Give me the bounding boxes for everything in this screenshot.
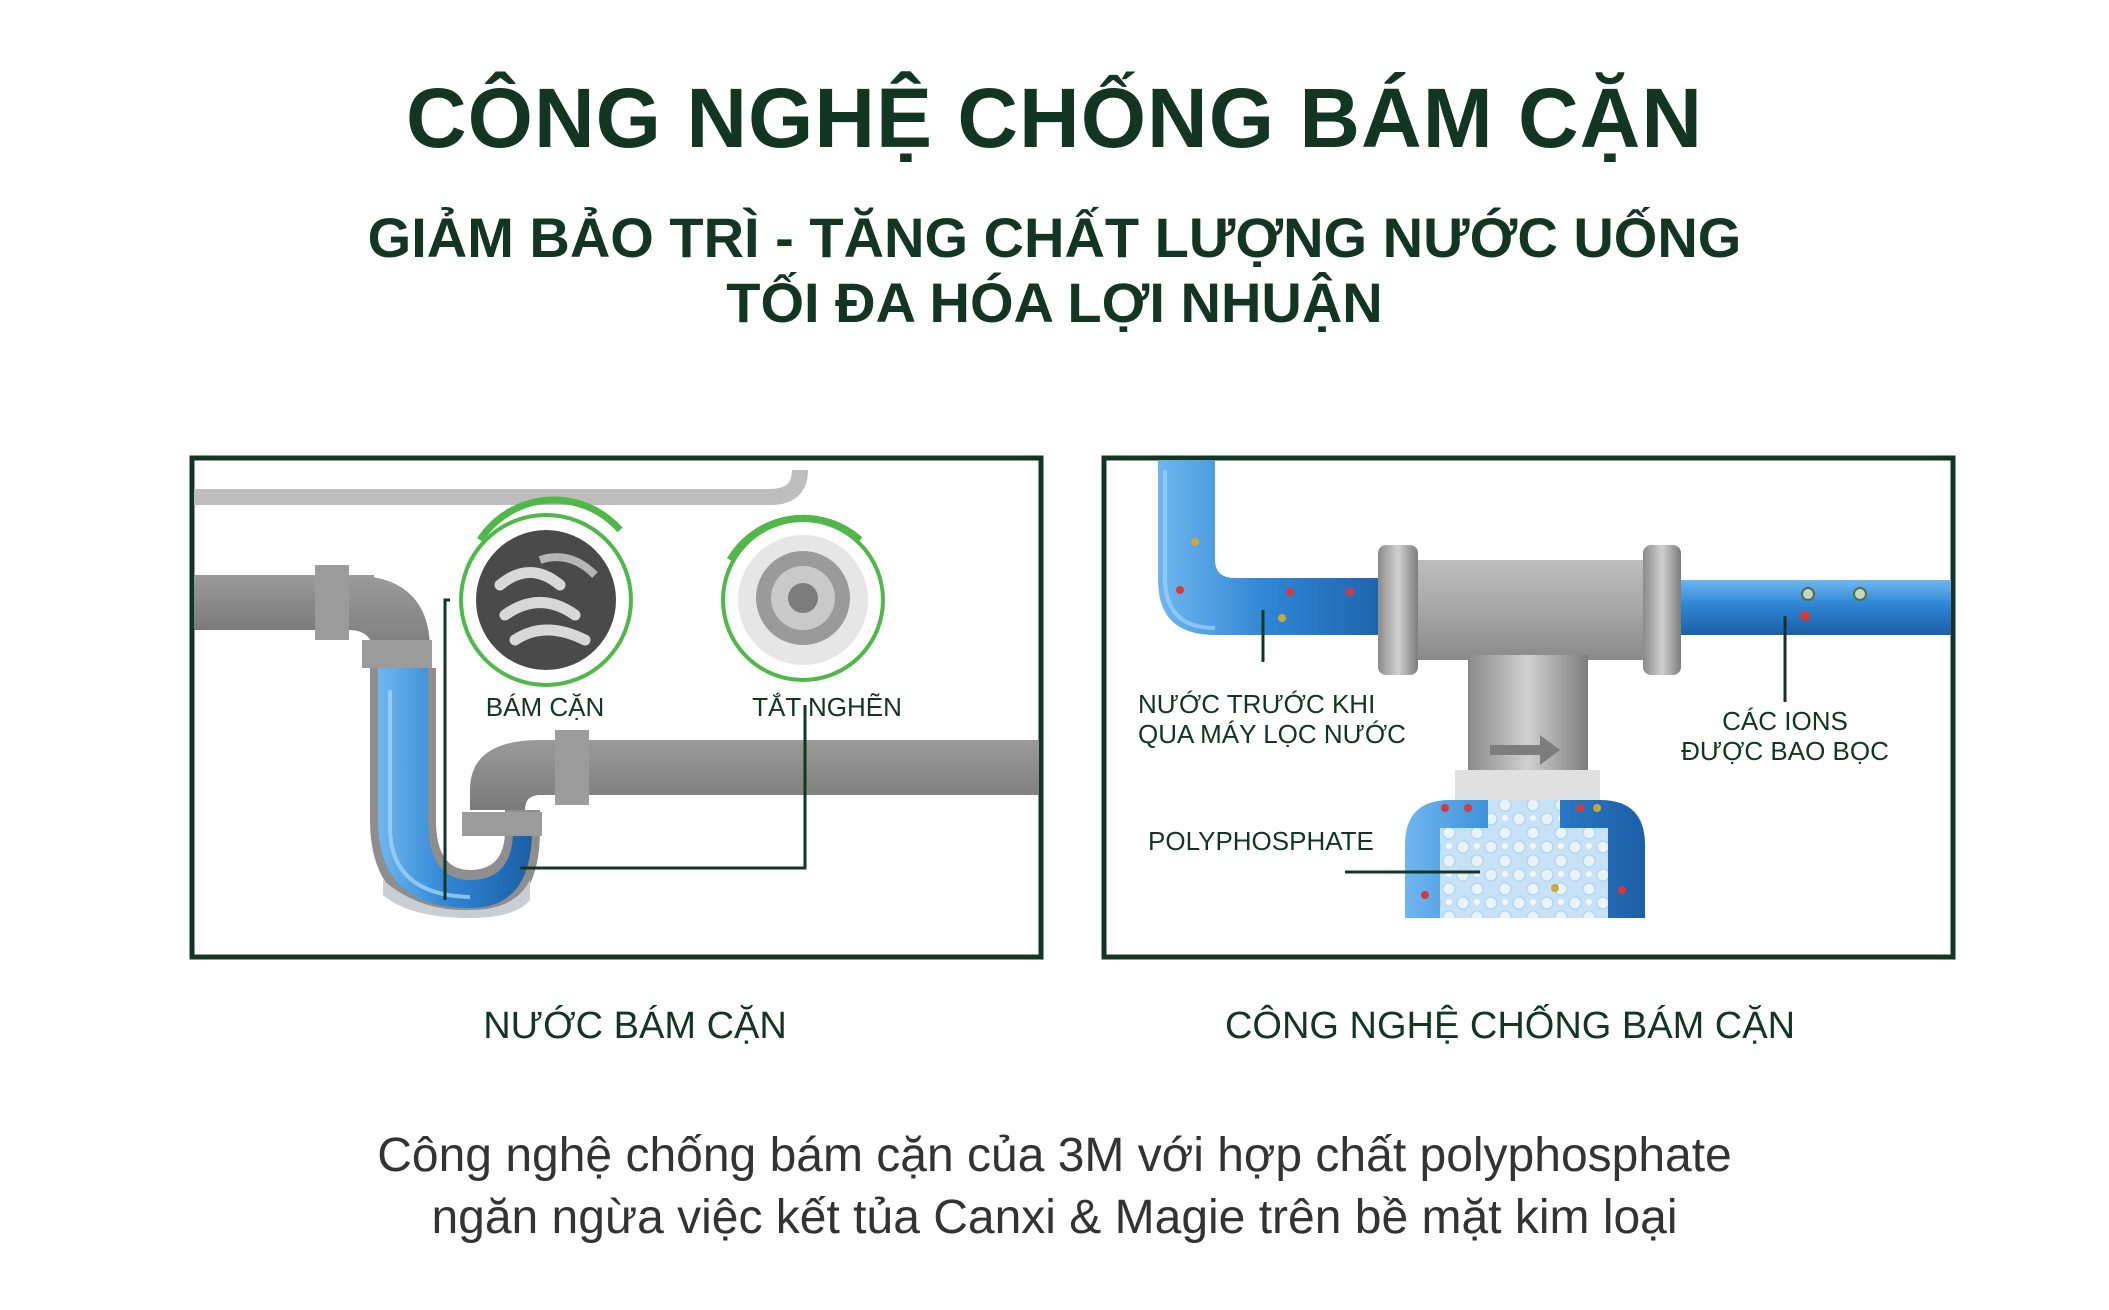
elbow-top [349, 575, 430, 660]
subtitle-line-1: GIẢM BẢO TRÌ - TĂNG CHẤT LƯỢNG NƯỚC UỐNG [367, 206, 1742, 269]
inlet-coupling [315, 565, 349, 640]
tee-body [1418, 560, 1648, 660]
outlet-coupling [555, 730, 589, 805]
tee-left-collar [1378, 545, 1418, 675]
left-panel-caption: NƯỚC BÁM CẶN [483, 1005, 787, 1047]
clog-zoom-icon [721, 514, 885, 682]
ion-dots [1176, 538, 1867, 899]
label-scale: BÁM CẶN [486, 692, 604, 722]
label-polyphosphate: POLYPHOSPHATE [1148, 826, 1374, 856]
description-line-2: ngăn ngừa việc kết tủa Canxi & Magie trê… [431, 1191, 1678, 1244]
label-water-before-2: QUA MÁY LỌC NƯỚC [1138, 719, 1406, 749]
u-trap-water [378, 668, 532, 908]
top-thin-pipe [194, 469, 808, 505]
flow-arrow-icon [1490, 735, 1560, 765]
page-title: CÔNG NGHỆ CHỐNG BÁM CẶN [406, 71, 1703, 165]
label-clog: TẮT NGHẼN [752, 692, 902, 722]
description-line-1: Công nghệ chống bám cặn của 3M với hợp c… [377, 1129, 1732, 1182]
tee-stem-base [1455, 770, 1600, 805]
left-panel-frame [189, 455, 1044, 960]
cartridge-shell [1405, 800, 1645, 918]
label-water-before-1: NƯỚC TRƯỚC KHI [1138, 689, 1375, 719]
tee-right-collar [1643, 545, 1681, 675]
outlet-base-coupling [462, 812, 542, 836]
scale-zoom-icon [459, 496, 633, 687]
inlet-blue-pipe [1158, 460, 1400, 635]
left-panel: BÁM CẶN TẮT NGHẼN [189, 455, 1044, 960]
sediment [383, 880, 530, 918]
label-ions-1: CÁC IONS [1722, 706, 1848, 736]
label-ions-2: ĐƯỢC BAO BỌC [1681, 736, 1889, 766]
tee-stem [1468, 655, 1588, 785]
outlet-pipe [470, 740, 1039, 810]
elbow-coupling [362, 640, 432, 668]
right-panel-caption: CÔNG NGHỆ CHỐNG BÁM CẶN [1224, 1005, 1796, 1047]
right-panel: NƯỚC TRƯỚC KHI QUA MÁY LỌC NƯỚC CÁC IONS… [1101, 455, 1956, 960]
subtitle-line-2: TỐI ĐA HÓA LỢI NHUẬN [726, 271, 1383, 334]
